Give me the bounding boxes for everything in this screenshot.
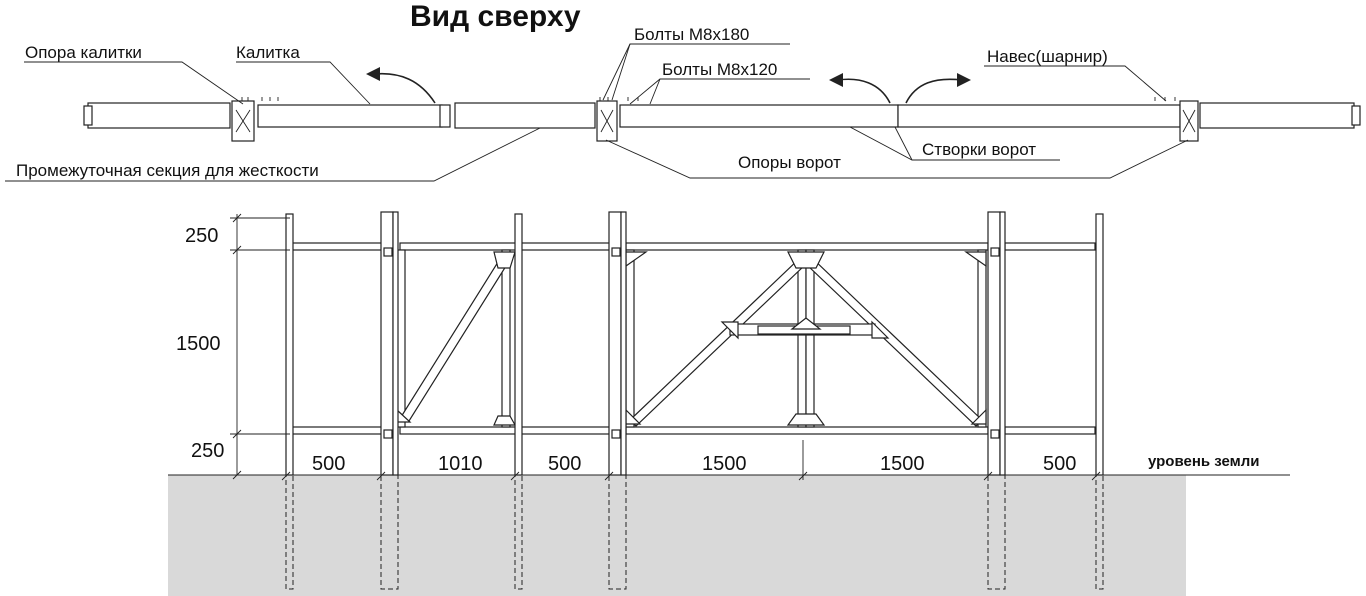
ground-label: уровень земли (1148, 453, 1260, 470)
plan-gate-leaf-right (897, 104, 1181, 128)
label-gate-leaves: Створки ворот (922, 140, 1036, 159)
plan-wicket-leaf (257, 104, 451, 128)
post-1 (285, 213, 294, 476)
dim-bottom-250: 250 (191, 440, 224, 462)
bolt-marks (241, 97, 1176, 101)
label-gate-post: Опора калитки (25, 43, 142, 62)
label-hinge: Навес(шарнир) (987, 47, 1108, 66)
leader-lines (5, 43, 1189, 182)
dim-500-b: 500 (548, 453, 581, 475)
horizontal-dimension-ticks (281, 440, 1101, 481)
dim-1010: 1010 (438, 453, 483, 475)
front-view: уровень земли (168, 211, 1290, 596)
post-6 (1095, 213, 1104, 476)
dim-1500-b: 1500 (880, 453, 925, 475)
plan-intermediate-section (454, 102, 596, 129)
top-view: Вид сверху (5, 0, 1361, 182)
label-bolts-m8x120: Болты M8x120 (662, 60, 777, 79)
label-intermediate-section: Промежуточная секция для жесткости (16, 161, 319, 180)
plan-gate-post-left (596, 100, 618, 142)
dim-500-c: 500 (1043, 453, 1076, 475)
top-view-title: Вид сверху (410, 0, 581, 33)
dim-1500-height: 1500 (176, 333, 221, 355)
plan-fence-left-section (83, 102, 231, 129)
post-3 (514, 213, 523, 476)
rails (289, 242, 1096, 435)
vertical-dimensions (230, 213, 290, 480)
label-wicket: Калитка (236, 43, 300, 62)
posts-underground (285, 474, 1104, 590)
dim-1500-a: 1500 (702, 453, 747, 475)
dim-500-a: 500 (312, 453, 345, 475)
plan-gate-post-right (1179, 100, 1199, 142)
plan-fence-right-section (1199, 102, 1361, 129)
dim-top-250: 250 (185, 225, 218, 247)
wicket-frame (396, 249, 517, 428)
plan-wicket-post (231, 100, 255, 142)
label-bolts-m8x180: Болты M8x180 (634, 25, 749, 44)
plan-gate-leaf-left (619, 104, 899, 128)
swing-arrows (366, 67, 971, 104)
label-gate-posts: Опоры ворот (738, 153, 841, 172)
ground-area (168, 475, 1186, 596)
gate-frame (625, 249, 987, 428)
